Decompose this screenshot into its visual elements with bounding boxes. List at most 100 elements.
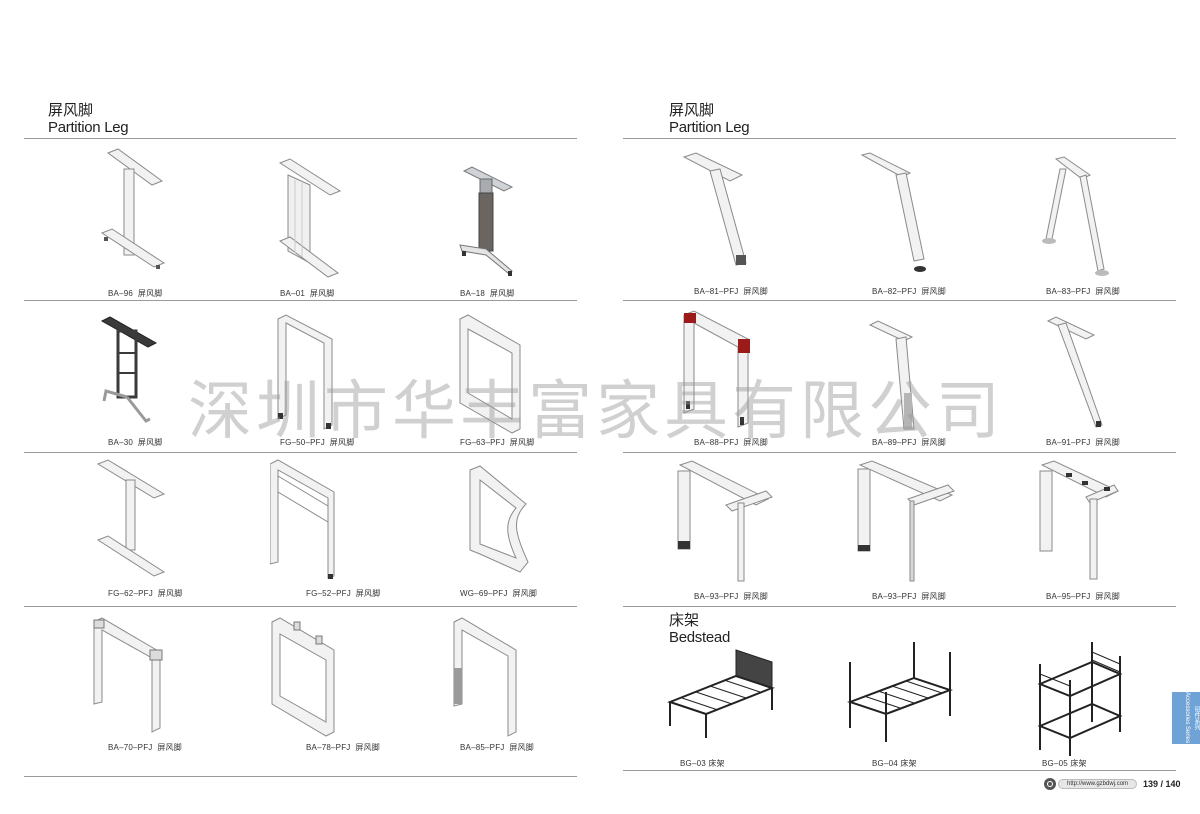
corner-leg-icon	[1039, 460, 1120, 580]
section-header-right: 屏风脚 Partition Leg	[669, 102, 750, 136]
product-fg-63-pfj: FG–63–PFJ 屏风脚	[450, 297, 630, 447]
product-caption: BA–83–PFJ 屏风脚	[1046, 286, 1120, 297]
product-caption: BA–78–PFJ 屏风脚	[306, 742, 380, 753]
a-frame-leg-icon	[1042, 156, 1109, 276]
divider	[24, 452, 577, 453]
product-caption: BG–03 床架	[680, 758, 725, 769]
company-watermark: 深圳市华丰富家具有限公司	[188, 375, 1004, 449]
product-code: BA–95–PFJ	[1046, 592, 1091, 601]
product-caption: BA–91–PFJ 屏风脚	[1046, 437, 1120, 448]
product-code: BA–18	[460, 289, 486, 298]
product-ba-91-pfj: BA–91–PFJ 屏风脚	[1030, 297, 1200, 447]
product-caption: FG–52–PFJ 屏风脚	[306, 588, 380, 599]
product-caption: WG–69–PFJ 屏风脚	[460, 588, 537, 599]
product-code: BG–05	[1042, 759, 1068, 768]
product-caption: BA–93–PFJ 屏风脚	[694, 591, 768, 602]
product-caption: FG–50–PFJ 屏风脚	[280, 437, 354, 448]
i-frame-leg-icon	[96, 459, 166, 577]
product-ba-30: BA–30 屏风脚	[90, 297, 270, 447]
product-caption: BA–88–PFJ 屏风脚	[694, 437, 768, 448]
product-caption: BG–04 床架	[872, 758, 917, 769]
section-title-cn: 床架	[669, 612, 700, 629]
product-caption: FG–62–PFJ 屏风脚	[108, 588, 182, 599]
i-frame-leg-icon	[100, 148, 166, 269]
divider	[623, 770, 1176, 771]
product-label: 屏风脚	[1095, 287, 1120, 296]
slanted-leg-icon	[1046, 316, 1103, 428]
product-ba-85-pfj: BA–85–PFJ 屏风脚	[450, 608, 630, 758]
section-title-cn: 屏风脚	[669, 102, 715, 119]
product-code: BA–70–PFJ	[108, 743, 153, 752]
product-wg-69-pfj: WG–69–PFJ 屏风脚	[450, 452, 630, 602]
product-label: 屏风脚	[329, 438, 355, 447]
product-code: BA–78–PFJ	[306, 743, 351, 752]
o-frame-leg-icon	[271, 617, 335, 737]
product-ba-83-pfj: BA–83–PFJ 屏风脚	[1030, 145, 1200, 297]
product-code: BA–89–PFJ	[872, 438, 917, 447]
u-frame-leg-icon	[683, 310, 750, 428]
section-header-left: 屏风脚 Partition Leg	[48, 102, 129, 136]
bed-frame-icon	[847, 642, 953, 742]
u-frame-leg-icon	[453, 617, 517, 737]
website-url[interactable]: http://www.gzbdwj.com	[1058, 779, 1138, 789]
product-caption: BA–81–PFJ 屏风脚	[694, 286, 768, 297]
product-caption: BA–85–PFJ 屏风脚	[460, 742, 534, 753]
bunk-bed-icon	[1037, 642, 1123, 756]
divider	[24, 300, 577, 301]
product-code: BA–96	[108, 289, 134, 298]
product-label: 屏风脚	[509, 743, 534, 752]
product-label: 屏风脚	[137, 438, 163, 447]
product-code: FG–50–PFJ	[280, 438, 325, 447]
product-label: 屏风脚	[137, 289, 163, 298]
product-label: 屏风脚	[921, 592, 946, 601]
product-caption: BA–96 屏风脚	[108, 288, 163, 299]
footer: http://www.gzbdwj.com 139 / 140	[1044, 777, 1181, 791]
product-fg-52-pfj: FG–52–PFJ 屏风脚	[270, 452, 450, 602]
product-ba-70-pfj: BA–70–PFJ 屏风脚	[90, 608, 270, 758]
product-code: BA–01	[280, 289, 306, 298]
product-ba-78-pfj: BA–78–PFJ 屏风脚	[270, 608, 450, 758]
product-caption: BA–01 屏风脚	[280, 288, 335, 299]
section-header-bed: 床架 Bedstead	[669, 612, 730, 646]
product-label: 屏风脚	[309, 289, 335, 298]
product-code: WG–69–PFJ	[460, 589, 508, 598]
product-label: 屏风脚	[743, 438, 768, 447]
product-caption: BA–30 屏风脚	[108, 437, 163, 448]
product-code: BA–93–PFJ	[872, 592, 917, 601]
product-caption: BA–82–PFJ 屏风脚	[872, 286, 946, 297]
slanted-leg-icon	[868, 320, 915, 430]
product-code: BA–82–PFJ	[872, 287, 917, 296]
product-ba-01: BA–01 屏风脚	[270, 145, 450, 298]
category-side-tab: 铝件系列 Accessories Series	[1172, 692, 1200, 744]
divider	[623, 300, 1176, 301]
divider	[623, 138, 1176, 139]
corner-leg-icon	[677, 460, 773, 582]
product-code: FG–63–PFJ	[460, 438, 505, 447]
product-bg-04: BG–04 床架	[842, 622, 1022, 772]
product-label: 屏风脚	[157, 589, 183, 598]
product-label: 屏风脚	[157, 743, 182, 752]
slanted-leg-icon	[860, 152, 926, 272]
section-title-en: Bedstead	[669, 629, 730, 646]
corner-leg-icon	[857, 460, 955, 582]
divider	[24, 776, 577, 777]
product-caption: BA–95–PFJ 屏风脚	[1046, 591, 1120, 602]
product-code: BA–83–PFJ	[1046, 287, 1091, 296]
product-label: 屏风脚	[743, 592, 768, 601]
product-caption: BA–93–PFJ 屏风脚	[872, 591, 946, 602]
section-title-cn: 屏风脚	[48, 102, 94, 119]
product-label: 屏风脚	[743, 287, 768, 296]
pedestal-leg-icon	[459, 166, 514, 276]
product-bg-05: BG–05 床架	[1030, 622, 1200, 772]
product-code: BG–03	[680, 759, 706, 768]
o-frame-leg-icon	[459, 314, 521, 434]
product-label: 屏风脚	[921, 438, 946, 447]
product-ba-82-pfj: BA–82–PFJ 屏风脚	[852, 145, 1032, 297]
product-ba-95-pfj: BA–95–PFJ 屏风脚	[1030, 455, 1200, 605]
product-code: FG–62–PFJ	[108, 589, 153, 598]
product-label: 床架	[1070, 759, 1087, 768]
product-caption: BG–05 床架	[1042, 758, 1087, 769]
wave-frame-leg-icon	[469, 465, 529, 573]
divider	[24, 606, 577, 607]
product-code: BA–88–PFJ	[694, 438, 739, 447]
